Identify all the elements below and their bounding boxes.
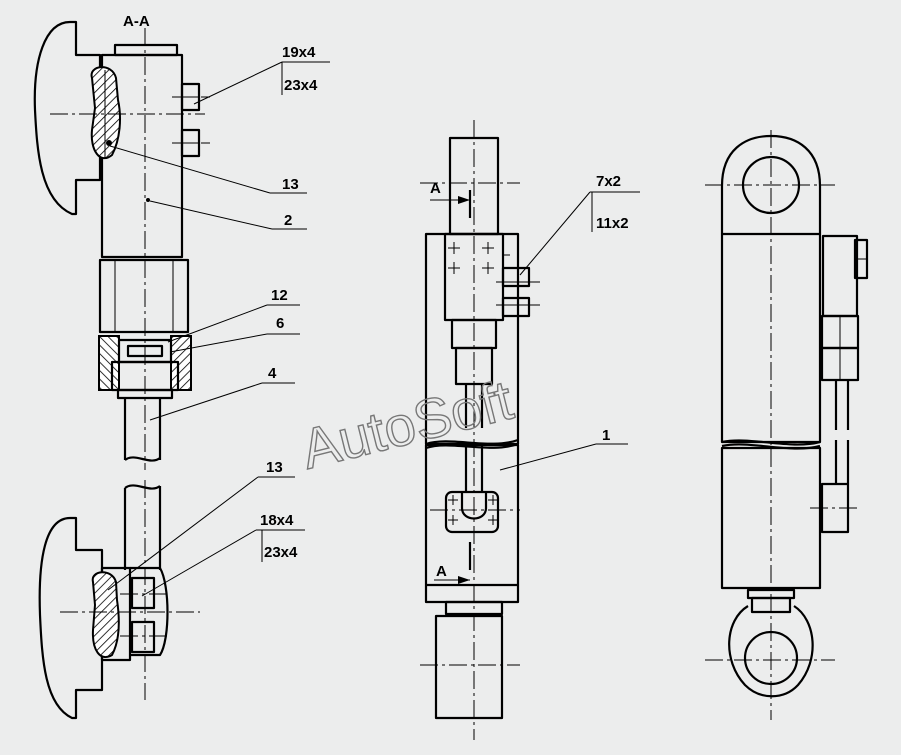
gland-neck: [116, 388, 174, 400]
bolt-crosses-bottom: [448, 495, 498, 525]
hex-nut-body: [98, 258, 190, 334]
nut-bottom-2: [130, 620, 156, 654]
hatched-bolt-bottom: [91, 571, 120, 658]
callout-23x4-bottom: 23x4: [264, 544, 298, 561]
sensor-bracket-top: [501, 266, 531, 288]
callout-13-bottom: 13: [266, 459, 283, 476]
leaders-left: [107, 61, 330, 597]
front-view-cylinder: [420, 120, 640, 740]
callout-18x4: 18x4: [260, 512, 294, 529]
callout-1: 1: [602, 427, 610, 444]
lug-block: [444, 490, 500, 534]
watermark: AutoSoft: [295, 368, 519, 481]
callout-6: 6: [276, 315, 284, 332]
callout-labels: A-A 19x4 23x4 13 2 12 6 4 13 18x4 23x4 7…: [123, 13, 629, 580]
inner-nut: [454, 346, 494, 386]
callout-19x4: 19x4: [282, 44, 316, 61]
bottom-eye: [728, 605, 814, 698]
side-lower-body: [720, 446, 822, 590]
bolt-crosses-top: [448, 242, 494, 274]
callout-7x2: 7x2: [596, 173, 621, 190]
callout-13-top: 13: [282, 176, 299, 193]
lower-collar: [444, 600, 504, 616]
top-cap: [113, 43, 179, 57]
bottom-eye-hole: [743, 630, 799, 686]
section-mark-upper: A: [430, 180, 441, 197]
top-eye: [720, 134, 822, 234]
nut-bottom-1: [130, 576, 156, 610]
frame-bracket-bottom: [38, 516, 104, 720]
callout-4: 4: [268, 365, 277, 382]
section-label: A-A: [123, 13, 150, 30]
callout-2: 2: [284, 212, 292, 229]
section-view-a-a: [33, 20, 210, 720]
callout-12: 12: [271, 287, 288, 304]
callout-11x2: 11x2: [596, 215, 629, 232]
sensor-bracket: [821, 234, 859, 318]
side-collar-2: [750, 596, 792, 614]
hatched-bolt-top: [90, 66, 121, 160]
sensor-bracket-bottom: [501, 296, 531, 318]
section-mark-lower: A: [436, 563, 447, 580]
lower-rod-end: [434, 614, 504, 720]
side-view-cylinder: [705, 130, 869, 720]
seal-ring: [126, 344, 164, 358]
frame-bracket-top: [33, 20, 102, 216]
callout-23x4-top: 23x4: [284, 77, 318, 94]
